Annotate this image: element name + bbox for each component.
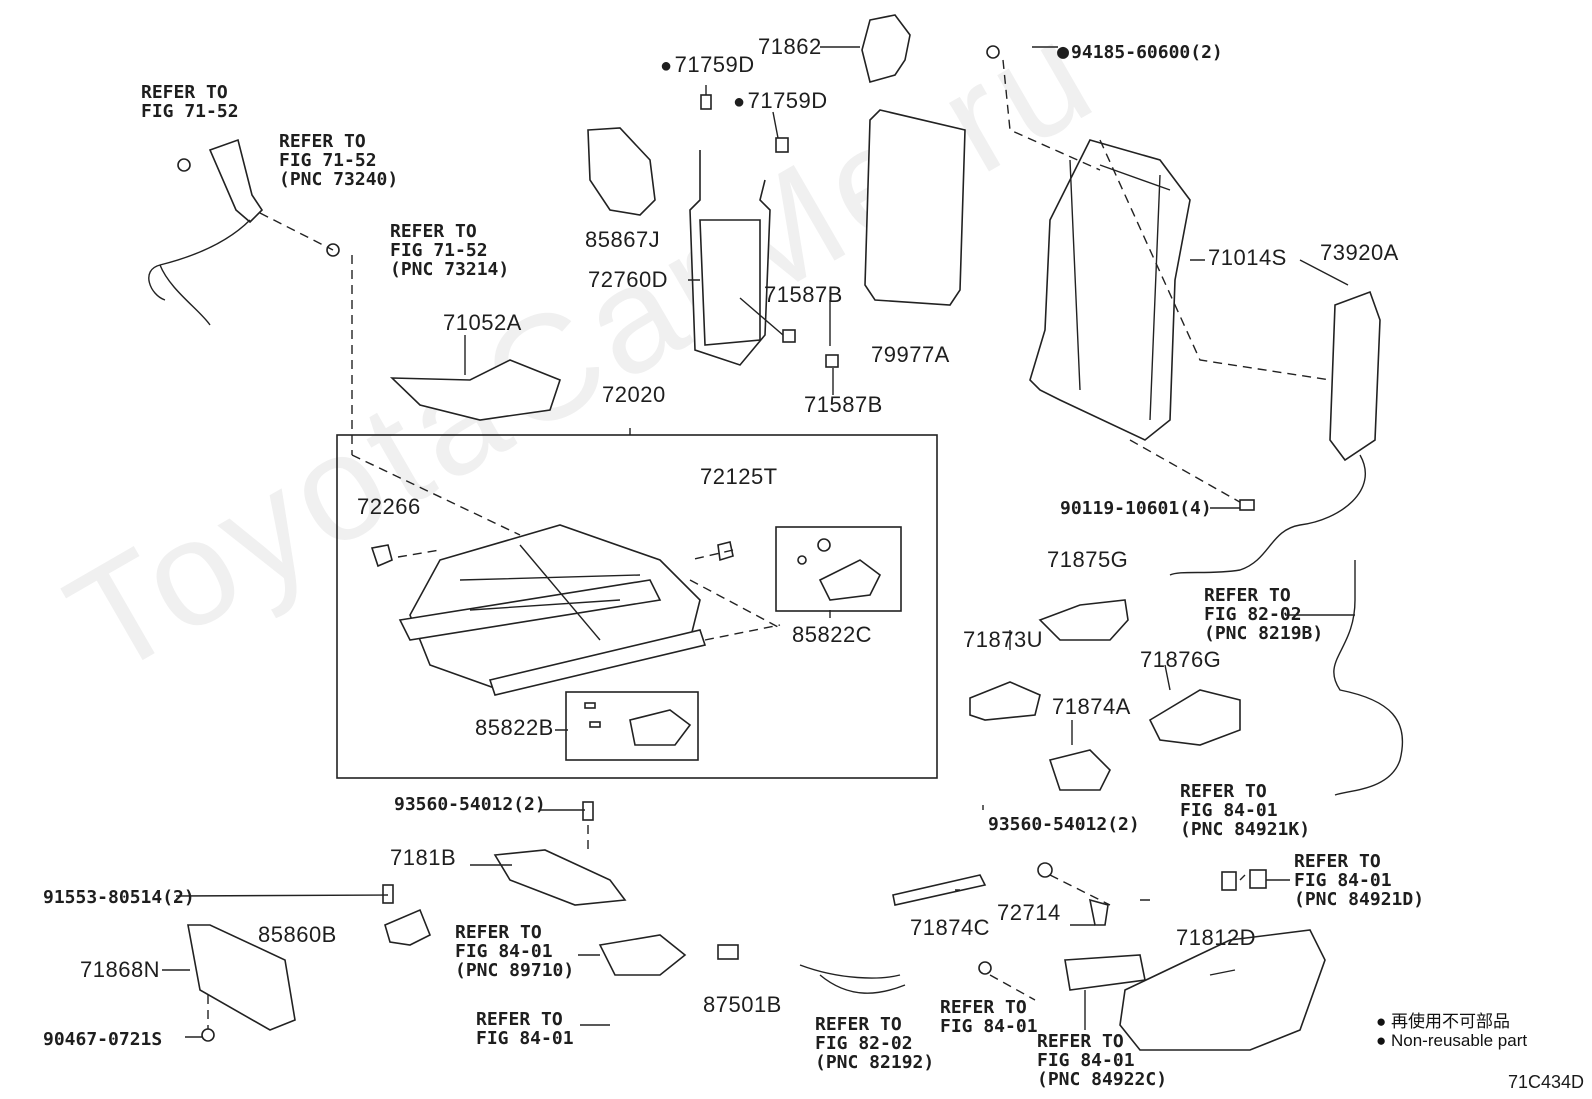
part-84921D-knob [1249, 869, 1267, 889]
part-73920A [1329, 290, 1381, 462]
label-71812D: 71812D [1176, 925, 1257, 950]
part-94185-nut [986, 45, 1000, 59]
label-85822C: 85822C [792, 622, 873, 647]
label-7181B: 7181B [390, 845, 457, 870]
part-93560-bolt-a [582, 801, 594, 821]
figure-id: 71C434D [1507, 1072, 1584, 1092]
label-71862: 71862 [758, 34, 822, 59]
part-71874C [892, 874, 987, 906]
label-71873U: 71873U [963, 627, 1044, 652]
label-72125T: 72125T [700, 464, 778, 489]
label-73920A: 73920A [1320, 240, 1399, 265]
refer-label-84-01-d: REFER TO FIG 84-01 (PNC 84922C) [1037, 1031, 1168, 1090]
part-71759D-clip-b [775, 137, 789, 153]
part-71875G [1038, 599, 1129, 641]
part-71873U [969, 681, 1041, 721]
label-71759D-a: 71759D [660, 54, 755, 76]
label-72020: 72020 [602, 382, 666, 407]
label-71874C: 71874C [910, 915, 991, 940]
refer-label-84-01-a: REFER TO FIG 84-01 (PNC 89710) [455, 922, 575, 981]
seat-track-frame [398, 524, 707, 696]
part-71052A [389, 359, 561, 421]
part-93560-bolt-b [1037, 862, 1053, 878]
label-85867J: 85867J [585, 227, 661, 252]
label-79977A: 79977A [871, 342, 950, 367]
part-72266 [370, 544, 393, 568]
refer-label-71-52-a: REFER TO FIG 71-52 [141, 82, 239, 122]
part-71587B-clip-a [782, 329, 796, 343]
label-85822B: 85822B [475, 715, 554, 740]
label-71759D-b: 71759D [733, 90, 828, 112]
refer-label-71-52-c: REFER TO FIG 71-52 (PNC 73214) [390, 221, 510, 280]
subbox-85822C [775, 526, 902, 612]
part-71874A [1048, 749, 1111, 791]
part-71876G [1148, 689, 1241, 746]
part-71862 [861, 14, 911, 83]
refer-label-84-01-f: REFER TO FIG 84-01 (PNC 84921D) [1294, 851, 1425, 910]
part-71014S-frame [1029, 139, 1191, 441]
label-72266: 72266 [357, 494, 421, 519]
part-84922C-switch [1064, 954, 1146, 991]
part-91553-screw [382, 884, 394, 904]
legend-jp: ● 再使用不可部品 [1376, 1007, 1510, 1032]
part-85822B-motor [584, 702, 692, 746]
label-87501B: 87501B [703, 992, 782, 1017]
label-93560-b: 93560-54012(2) [988, 814, 1140, 835]
harness-73920A [1169, 454, 1366, 576]
part-72125T [717, 541, 734, 562]
legend-jp-text: 再使用不可部品 [1391, 1012, 1510, 1031]
assembly-box-72020 [336, 434, 938, 779]
legend-dot-jp: ● [1376, 1012, 1391, 1031]
legend-en-text: Non-reusable part [1391, 1031, 1528, 1050]
label-71875G: 71875G [1047, 547, 1129, 572]
label-72760D: 72760D [588, 267, 669, 292]
label-71587B-b: 71587B [804, 392, 883, 417]
refer-label-82-02-b: REFER TO FIG 82-02 (PNC 82192) [815, 1014, 935, 1073]
label-71587B-a: 71587B [764, 282, 843, 307]
part-84-01-clip [978, 961, 992, 975]
refer-label-71-52-b: REFER TO FIG 71-52 (PNC 73240) [279, 131, 399, 190]
harness-8219B [1333, 560, 1404, 796]
label-93560-a: 93560-54012(2) [394, 794, 546, 815]
part-71868N [187, 924, 296, 1031]
part-84921K-knob [1221, 871, 1237, 891]
label-71874A: 71874A [1052, 694, 1131, 719]
label-71014S: 71014S [1208, 245, 1287, 270]
part-71587B-clip-b [825, 354, 839, 368]
label-85860B: 85860B [258, 922, 337, 947]
part-85867J [587, 127, 656, 216]
refer-label-82-02-a: REFER TO FIG 82-02 (PNC 8219B) [1204, 585, 1324, 644]
part-85822C-motor [797, 538, 882, 601]
label-72714: 72714 [997, 900, 1061, 925]
refer-label-84-01-b: REFER TO FIG 84-01 [476, 1009, 574, 1049]
label-94185: 94185-60600(2) [1057, 42, 1223, 62]
harness-82192 [799, 964, 906, 994]
part-7181B [493, 849, 627, 906]
refer-label-84-01-e: REFER TO FIG 84-01 (PNC 84921K) [1180, 781, 1311, 840]
part-90467-clip [201, 1028, 215, 1042]
part-89710-ecu [598, 934, 687, 976]
label-71876G: 71876G [1140, 647, 1222, 672]
refer-label-84-01-c: REFER TO FIG 84-01 [940, 997, 1038, 1037]
label-91553: 91553-80514(2) [43, 887, 195, 908]
part-85860B [384, 908, 432, 946]
part-87501B [717, 944, 739, 960]
legend-dot-en: ● [1376, 1031, 1391, 1050]
part-90119-bolt [1239, 499, 1255, 511]
label-90467: 90467-0721S [43, 1029, 163, 1050]
part-72714 [1088, 898, 1109, 926]
subbox-85822B [565, 691, 699, 761]
part-79977A [864, 109, 966, 306]
part-71759D-clip-a [700, 94, 712, 110]
label-71868N: 71868N [80, 957, 161, 982]
part-71812D [1119, 929, 1326, 1051]
label-90119: 90119-10601(4) [1060, 498, 1212, 519]
legend-en: ● Non-reusable part [1376, 1031, 1527, 1051]
label-71052A: 71052A [443, 310, 522, 335]
